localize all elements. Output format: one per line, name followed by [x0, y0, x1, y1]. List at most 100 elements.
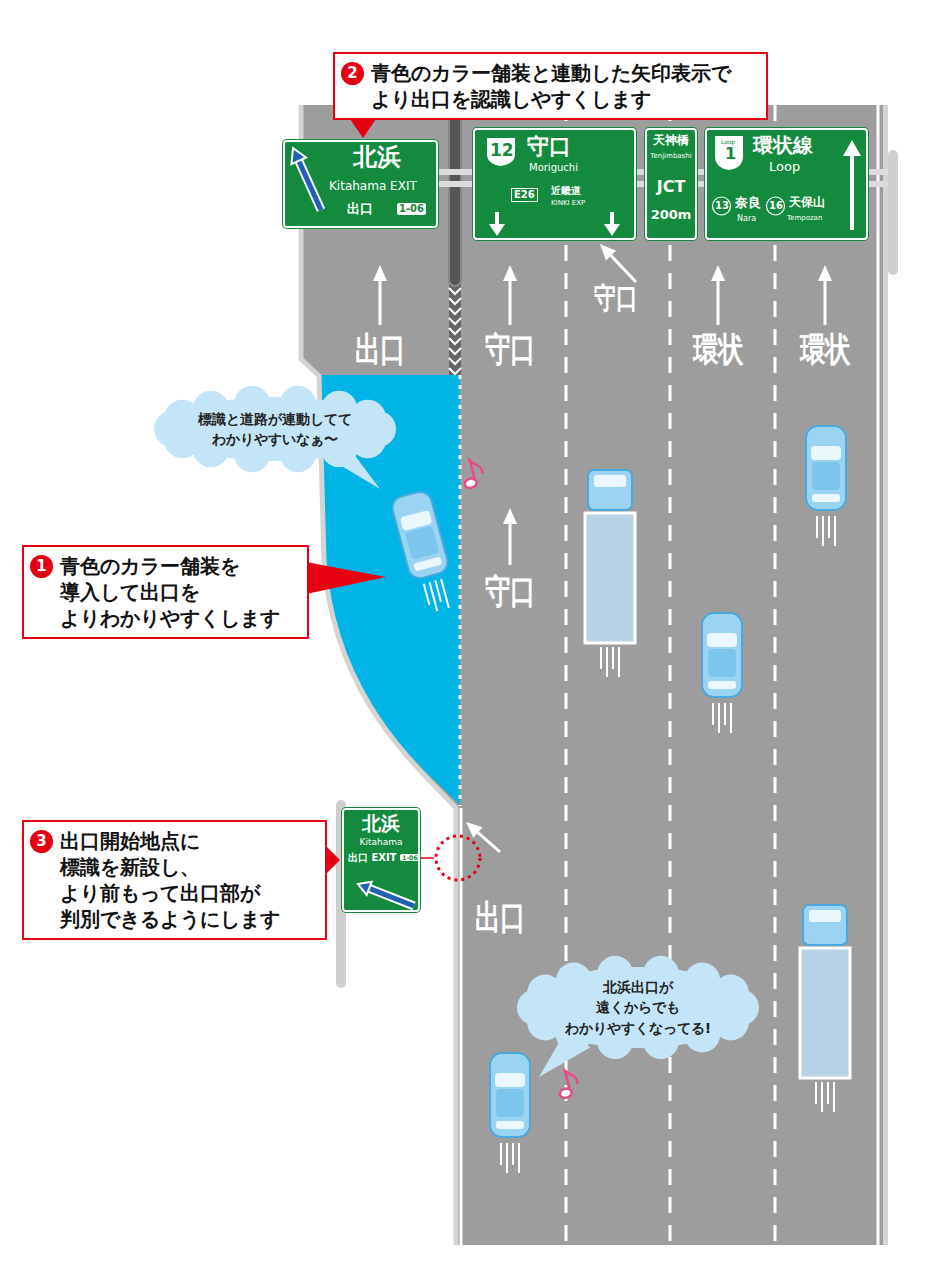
truck: [585, 470, 635, 677]
exhaust-line: [612, 647, 614, 669]
arrow-shaft: [509, 281, 512, 325]
arrow-head: [291, 148, 306, 164]
sign-text: E26: [511, 188, 538, 202]
exhaust-line: [816, 516, 818, 538]
sign-text: 北浜: [344, 813, 418, 835]
windshield: [594, 475, 626, 487]
rear-window: [708, 681, 736, 689]
gore-chevrons: [449, 288, 461, 374]
car-body: [390, 489, 450, 580]
callout-pointer: [326, 846, 340, 874]
road-marking: 守口: [594, 284, 637, 313]
exhaust-line: [730, 703, 732, 733]
chevron: [449, 348, 461, 354]
arrow-shaft: [509, 524, 512, 565]
callout-text: 青色のカラー舗装を 導入して出口を よりわかりやすくします: [60, 553, 299, 631]
arrow-head: [503, 508, 517, 524]
speech-bubble: 標識と道路が連動してて わかりやすいなぁ〜: [150, 385, 400, 473]
callout-box: 1青色のカラー舗装を 導入して出口を よりわかりやすくします: [22, 545, 309, 639]
sign-text: 守口: [527, 134, 571, 159]
arrow-head: [466, 822, 483, 838]
sign-text: 200m: [647, 208, 695, 223]
exhaust-line: [618, 647, 620, 677]
sign-text: 天保山: [789, 196, 825, 210]
cloud-shape: [150, 385, 400, 473]
music-note: [459, 458, 486, 489]
sign-text: 1: [725, 145, 736, 163]
windshield: [707, 633, 737, 647]
cloud-bump: [350, 400, 386, 436]
road-marking: 守口: [485, 575, 535, 609]
bubble-text: 標識と道路が連動してて わかりやすいなぁ〜: [188, 409, 363, 450]
callout-text: 青色のカラー舗装と連動した矢印表示で より出口を認識しやすくします: [371, 60, 758, 112]
direction-sign: 12守口MoriguchiE26近畿道KINKI EXP: [473, 128, 636, 240]
windshield: [809, 910, 841, 922]
exhaust-line: [815, 1082, 817, 1104]
route-circle: [713, 197, 731, 215]
callout-pointer: [350, 119, 376, 138]
sign-text: 環状線: [753, 134, 813, 157]
chevron: [449, 318, 461, 324]
sign-text: Kitahama: [344, 837, 418, 847]
car-roof: [496, 1089, 524, 1117]
exhaust-line: [500, 1143, 502, 1165]
arrow-head: [503, 265, 517, 281]
callout-box: 3出口開始地点に 標識を新設し、 より前もって出口部が 判別できるようにします: [22, 820, 327, 940]
exhaust-line: [833, 1082, 835, 1112]
arrow-shaft: [478, 833, 500, 852]
road-surface: [300, 105, 885, 1245]
sign-text: 奈良: [735, 196, 761, 211]
note-head: [464, 477, 478, 489]
exhaust-line: [512, 1143, 514, 1165]
junction-sign: 天神橋TenjimbashiJCT200m: [645, 128, 697, 240]
sign-text: Loop: [769, 160, 800, 175]
sign-text: 天神橋: [647, 134, 695, 148]
sign-text: Tempozan: [787, 214, 822, 222]
exhaust-line: [606, 647, 608, 677]
callout-text: 出口開始地点に 標識を新設し、 より前もって出口部が 判別できるようにします: [60, 828, 317, 932]
rear-window: [812, 494, 840, 502]
cloud-bump: [713, 975, 749, 1011]
windshield: [811, 446, 841, 460]
chevron: [449, 368, 461, 374]
exhaust-line: [518, 1143, 520, 1173]
up-arrow: [843, 140, 861, 230]
exhaust-line: [828, 516, 830, 538]
windshield: [495, 1073, 525, 1087]
music-note: [554, 1068, 581, 1099]
callout-box: 2青色のカラー舗装と連動した矢印表示で より出口を認識しやすくします: [333, 52, 768, 120]
chevron: [449, 308, 461, 314]
sign-text: 16: [769, 200, 783, 212]
edge-line: [460, 808, 463, 1245]
arrow-shaft: [298, 159, 321, 210]
chevron: [449, 288, 461, 294]
callout-pointer: [306, 562, 386, 594]
chevron: [449, 358, 461, 364]
car-roof: [708, 649, 736, 677]
road-arrows: [373, 244, 832, 852]
exit-sign: 北浜Kitahama出口 EXIT1-06: [342, 808, 420, 912]
exit-start-marker: [436, 836, 480, 880]
truck: [800, 905, 850, 1112]
sign-text: 北浜: [353, 144, 401, 172]
chevron: [449, 298, 461, 304]
exhaust-line: [822, 516, 824, 546]
speech-bubble: 北浜出口が 遠くからでも わかりやすくなってる!: [513, 955, 763, 1060]
truck-cargo: [585, 513, 635, 643]
exhaust-line: [834, 516, 836, 546]
car: [806, 426, 846, 546]
lane-dashes: [566, 105, 775, 1245]
down-arrow: [489, 212, 505, 236]
road-shoulder: [301, 105, 456, 1245]
arrow-shaft: [717, 281, 720, 325]
rear-window: [413, 556, 442, 571]
gore-area: [449, 280, 461, 375]
car-body: [806, 426, 846, 510]
sign-text: 13: [715, 200, 729, 212]
exhaust-line: [718, 703, 720, 733]
exhaust-line: [600, 647, 602, 669]
sign-text: 12: [490, 141, 514, 161]
road-marking: 守口: [485, 333, 535, 367]
exhaust-line: [435, 581, 441, 602]
